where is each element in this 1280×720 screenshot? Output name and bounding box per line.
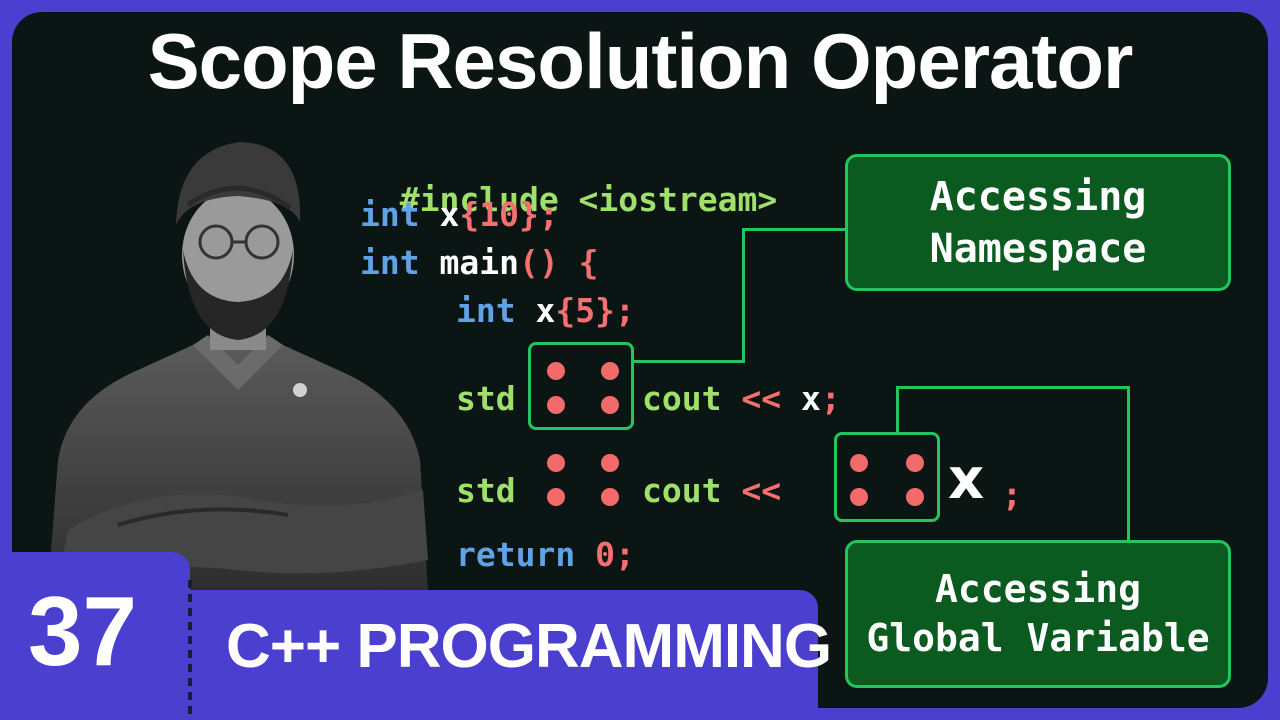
code-line5-std: std [456, 379, 516, 418]
scope-dot [547, 488, 565, 506]
callout-global-line2: Global Variable [866, 616, 1210, 660]
slide-title: Scope Resolution Operator [147, 17, 1134, 105]
code-line6-std: std [456, 471, 516, 510]
connector-namespace [742, 228, 745, 363]
scope-dot [601, 488, 619, 506]
connector-global [1127, 386, 1130, 542]
scope-dot [906, 454, 924, 472]
code-line6-rest: cout << [642, 471, 782, 510]
connector-namespace [742, 228, 848, 231]
connector-global [896, 386, 1130, 389]
code-line-return: return 0; [456, 535, 635, 574]
scope-operator-highlight-1 [528, 342, 634, 430]
scope-dot [547, 396, 565, 414]
code-line-global-x: int x{10}; [360, 195, 559, 234]
scope-dot [547, 454, 565, 472]
badge-divider [188, 580, 192, 720]
callout-namespace-line2: Namespace [929, 225, 1147, 272]
code-line-main: int main() { [360, 243, 599, 282]
callout-global-line1: Accessing [935, 566, 1141, 611]
code-line5-rest: cout << x; [642, 379, 841, 418]
connector-global [896, 386, 899, 434]
connector-namespace [634, 360, 744, 363]
callout-accessing-namespace: Accessing Namespace [845, 154, 1231, 291]
episode-badge [0, 552, 190, 720]
callout-accessing-global-variable: Accessing Global Variable [845, 540, 1231, 688]
scope-dot [906, 488, 924, 506]
code-line-local-x: int x{5}; [456, 291, 635, 330]
scope-dot [601, 454, 619, 472]
scope-dot [601, 396, 619, 414]
presenter-image [48, 142, 428, 590]
scope-operator-highlight-2 [834, 432, 940, 522]
series-banner [190, 590, 818, 720]
code-line6-semicolon: ; [1002, 475, 1022, 514]
episode-number: 37 [28, 576, 138, 686]
scope-dot [601, 362, 619, 380]
series-title: C++ PROGRAMMING [226, 612, 832, 681]
code-line-include: #include <iostream> [399, 180, 778, 219]
scope-dot [547, 362, 565, 380]
global-x-variable: x [948, 447, 985, 512]
callout-namespace-line1: Accessing [929, 173, 1147, 220]
scope-dot [850, 454, 868, 472]
scope-dot [850, 488, 868, 506]
